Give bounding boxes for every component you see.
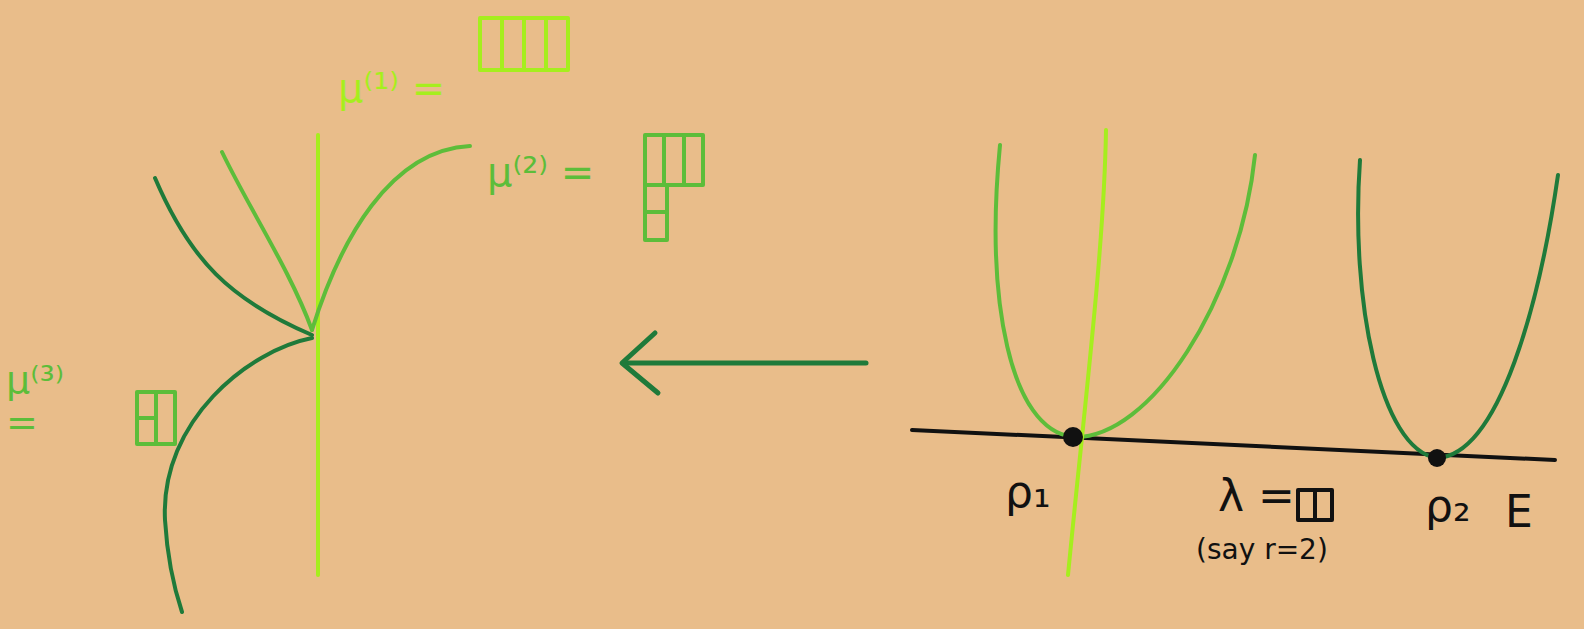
branch-curve <box>312 146 470 330</box>
parabola <box>1358 160 1558 458</box>
point <box>1428 449 1446 467</box>
branch-curve <box>165 338 312 612</box>
branch-curve <box>222 152 312 330</box>
young-diagram <box>137 392 175 444</box>
map-arrow <box>624 361 866 366</box>
curve-label: E <box>1505 488 1533 536</box>
curve-E <box>912 430 1555 460</box>
young-diagram <box>480 18 568 70</box>
note: (say r=2) <box>1196 535 1328 566</box>
young-diagram <box>1298 490 1332 520</box>
parabola <box>996 145 1255 437</box>
partition-label: μ⁽³⁾ = <box>6 360 76 444</box>
vertical-curve <box>316 135 320 575</box>
point-label: ρ₂ <box>1425 482 1471 530</box>
point-label: ρ₁ <box>1005 468 1051 516</box>
partition-label: μ⁽¹⁾ = <box>338 66 445 110</box>
point <box>1063 427 1083 447</box>
vertical-curve <box>1068 130 1106 575</box>
partition-label: λ = <box>1218 472 1295 520</box>
partition-label: μ⁽²⁾ = <box>487 150 594 194</box>
young-diagram <box>645 135 703 240</box>
arrow-head <box>622 333 658 393</box>
branch-curve <box>155 178 312 335</box>
